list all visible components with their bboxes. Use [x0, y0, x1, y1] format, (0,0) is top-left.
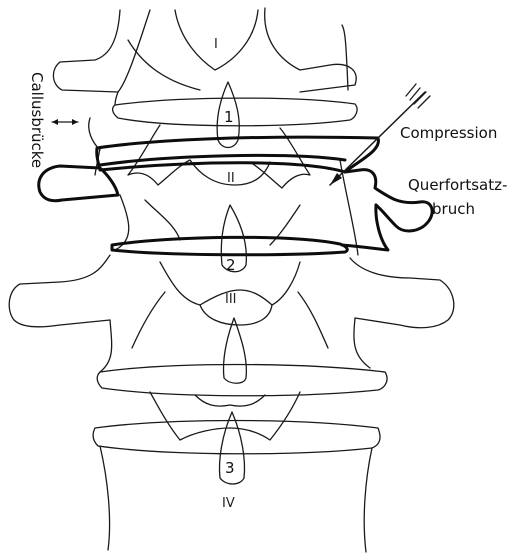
fracture-label-line1: Querfortsatz- — [408, 176, 507, 194]
vertebra-label-1: I — [214, 37, 218, 52]
vertebra-label-2: II — [227, 171, 235, 186]
process-label-2: 2 — [226, 256, 236, 274]
fracture-label-line2: bruch — [432, 200, 475, 218]
process-label-3: 3 — [225, 459, 235, 477]
vertebra-label-4: IV — [222, 496, 235, 511]
callus-label: Callusbrücke — [28, 72, 46, 168]
vertebra-1 — [53, 8, 357, 126]
spinous-process-mid — [223, 318, 246, 383]
callus-arrow — [52, 118, 100, 150]
vertebra-4 — [93, 392, 380, 552]
process-label-1: 1 — [224, 108, 234, 126]
vertebra-label-3: III — [225, 292, 237, 307]
compression-label: Compression — [400, 124, 497, 142]
